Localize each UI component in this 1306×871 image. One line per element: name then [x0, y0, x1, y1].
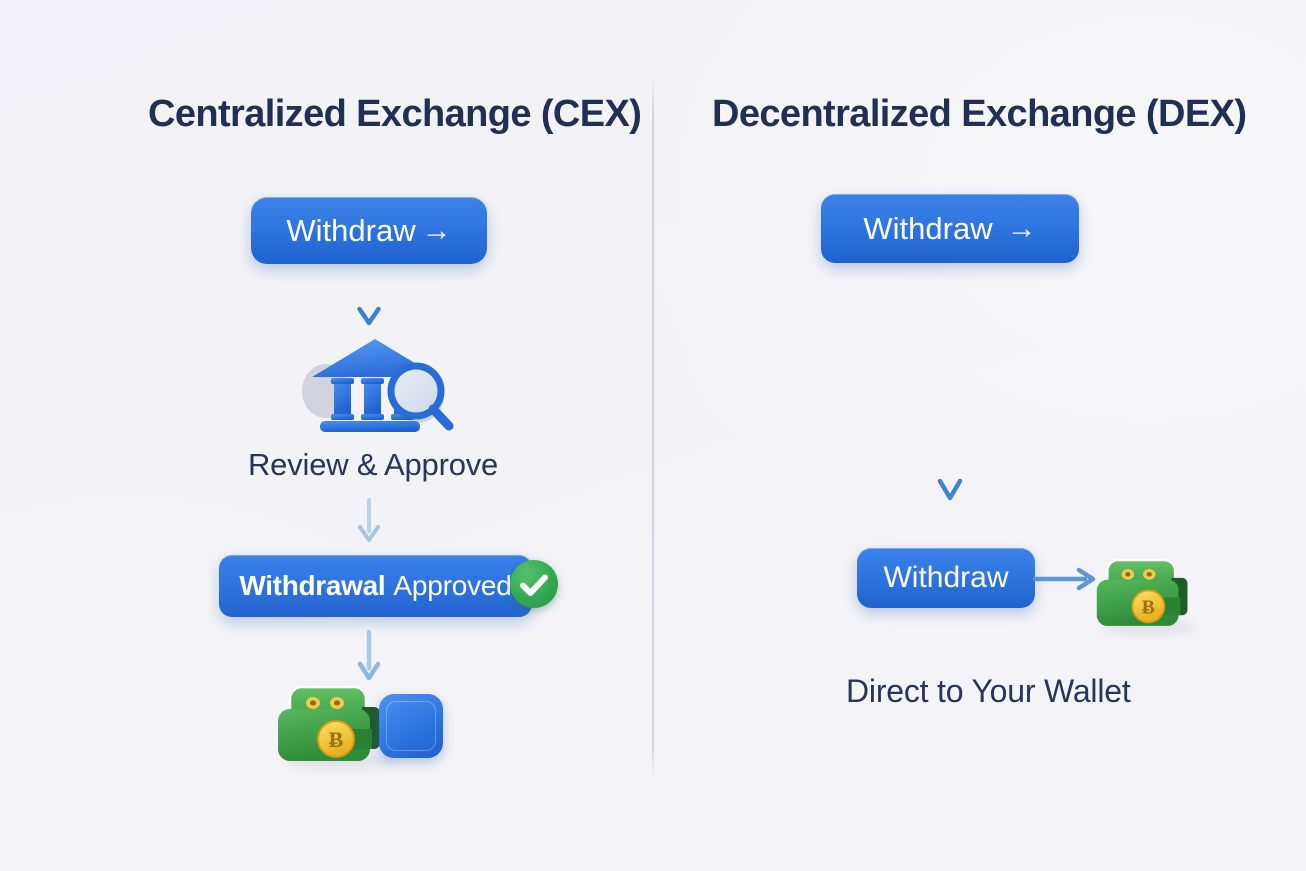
arrow-right-icon: → [1006, 211, 1037, 245]
check-circle-icon [510, 560, 558, 608]
wallet-bitcoin-icon: Ƀ [278, 685, 380, 761]
cex-column-title: Centralized Exchange (CEX) [148, 93, 642, 135]
arrow-right-icon: → [421, 213, 452, 247]
column-divider [652, 75, 654, 781]
blue-app-square-icon [379, 694, 443, 758]
dex-withdraw-button-2-label: Withdraw [883, 561, 1009, 594]
cex-withdraw-button[interactable]: Withdraw → [251, 197, 487, 264]
dex-column-title: Decentralized Exchange (DEX) [712, 93, 1247, 135]
svg-text:Ƀ: Ƀ [329, 727, 344, 752]
wallet-bitcoin-icon: Ƀ [1096, 559, 1188, 626]
approved-badge-light-text: Approved [393, 570, 512, 601]
svg-text:Ƀ: Ƀ [1142, 597, 1155, 618]
arrow-down-icon-cex-2 [358, 498, 380, 542]
arrow-down-icon-cex-3 [357, 630, 381, 681]
dex-withdraw-button-2[interactable]: Withdraw [857, 548, 1035, 608]
arrow-down-icon-dex-long [937, 274, 963, 501]
bank-magnifier-icon [302, 339, 454, 432]
cex-withdraw-button-label: Withdraw [286, 212, 416, 248]
dex-withdraw-button[interactable]: Withdraw → [821, 194, 1079, 263]
cex-review-approve-label: Review & Approve [248, 447, 499, 482]
dex-withdraw-button-label: Withdraw [863, 210, 993, 246]
arrow-right-icon-dex [1033, 567, 1096, 591]
cex-withdrawal-approved-badge: Withdrawal Approved [219, 555, 532, 617]
arrow-down-icon-cex-1 [357, 276, 381, 326]
dex-direct-to-wallet-label: Direct to Your Wallet [846, 673, 1131, 709]
approved-badge-strong-text: Withdrawal [239, 570, 386, 601]
